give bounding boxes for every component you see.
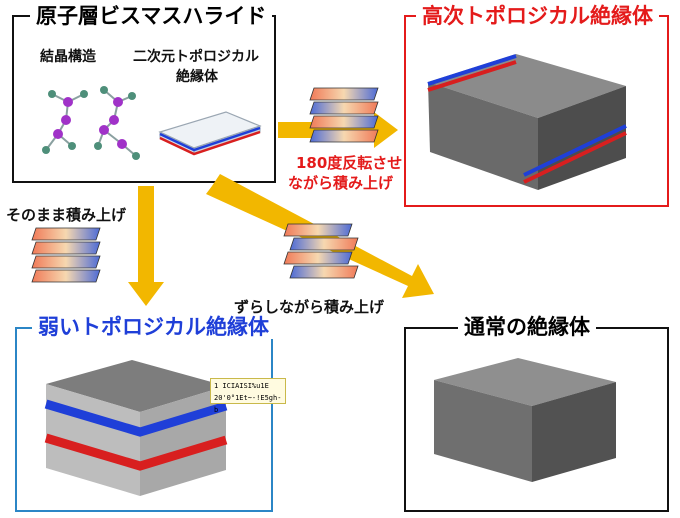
crystal-structure-illustration <box>42 86 140 160</box>
normal-insulator-cube <box>434 358 616 482</box>
higher-order-ti-title: 高次トポロジカル絶縁体 <box>416 4 659 28</box>
weak-ti-note: 1 ICIAISI%u1E 20'0°1Et~-!E5gh-b <box>210 378 286 414</box>
direct-stack-label: そのまま積み上げ <box>6 206 127 224</box>
rotate-stack-label-line2: ながら積み上げ <box>288 174 394 192</box>
normal-insulator-title: 通常の絶縁体 <box>458 315 596 339</box>
direct-stack-arrow <box>128 186 164 306</box>
ti2d-slab-illustration <box>158 111 262 156</box>
weak-ti-note-line1: 1 ICIAISI%u1E <box>214 382 269 390</box>
shifted-layer-stack <box>283 223 359 279</box>
shift-stack-label: ずらしながら積み上げ <box>234 298 385 316</box>
weak-ti-title: 弱いトポロジカル絶縁体 <box>32 315 275 339</box>
rotated-layer-stack <box>309 87 379 143</box>
rotate-stack-label-line1: 180度反転させ <box>296 154 403 172</box>
weak-ti-note-line2: 20'0°1Et~-!E5gh-b <box>214 394 282 414</box>
ti2d-label-line2: 絶縁体 <box>176 69 218 85</box>
source-panel <box>12 15 276 183</box>
higher-order-ti-cube <box>427 54 627 190</box>
direct-layer-stack <box>31 227 101 283</box>
crystal-structure-label: 結晶構造 <box>40 49 96 65</box>
source-panel-title: 原子層ビスマスハライド <box>30 4 273 28</box>
ti2d-label-line1: 二次元トポロジカル <box>133 49 259 65</box>
weak-ti-cube <box>44 360 228 496</box>
